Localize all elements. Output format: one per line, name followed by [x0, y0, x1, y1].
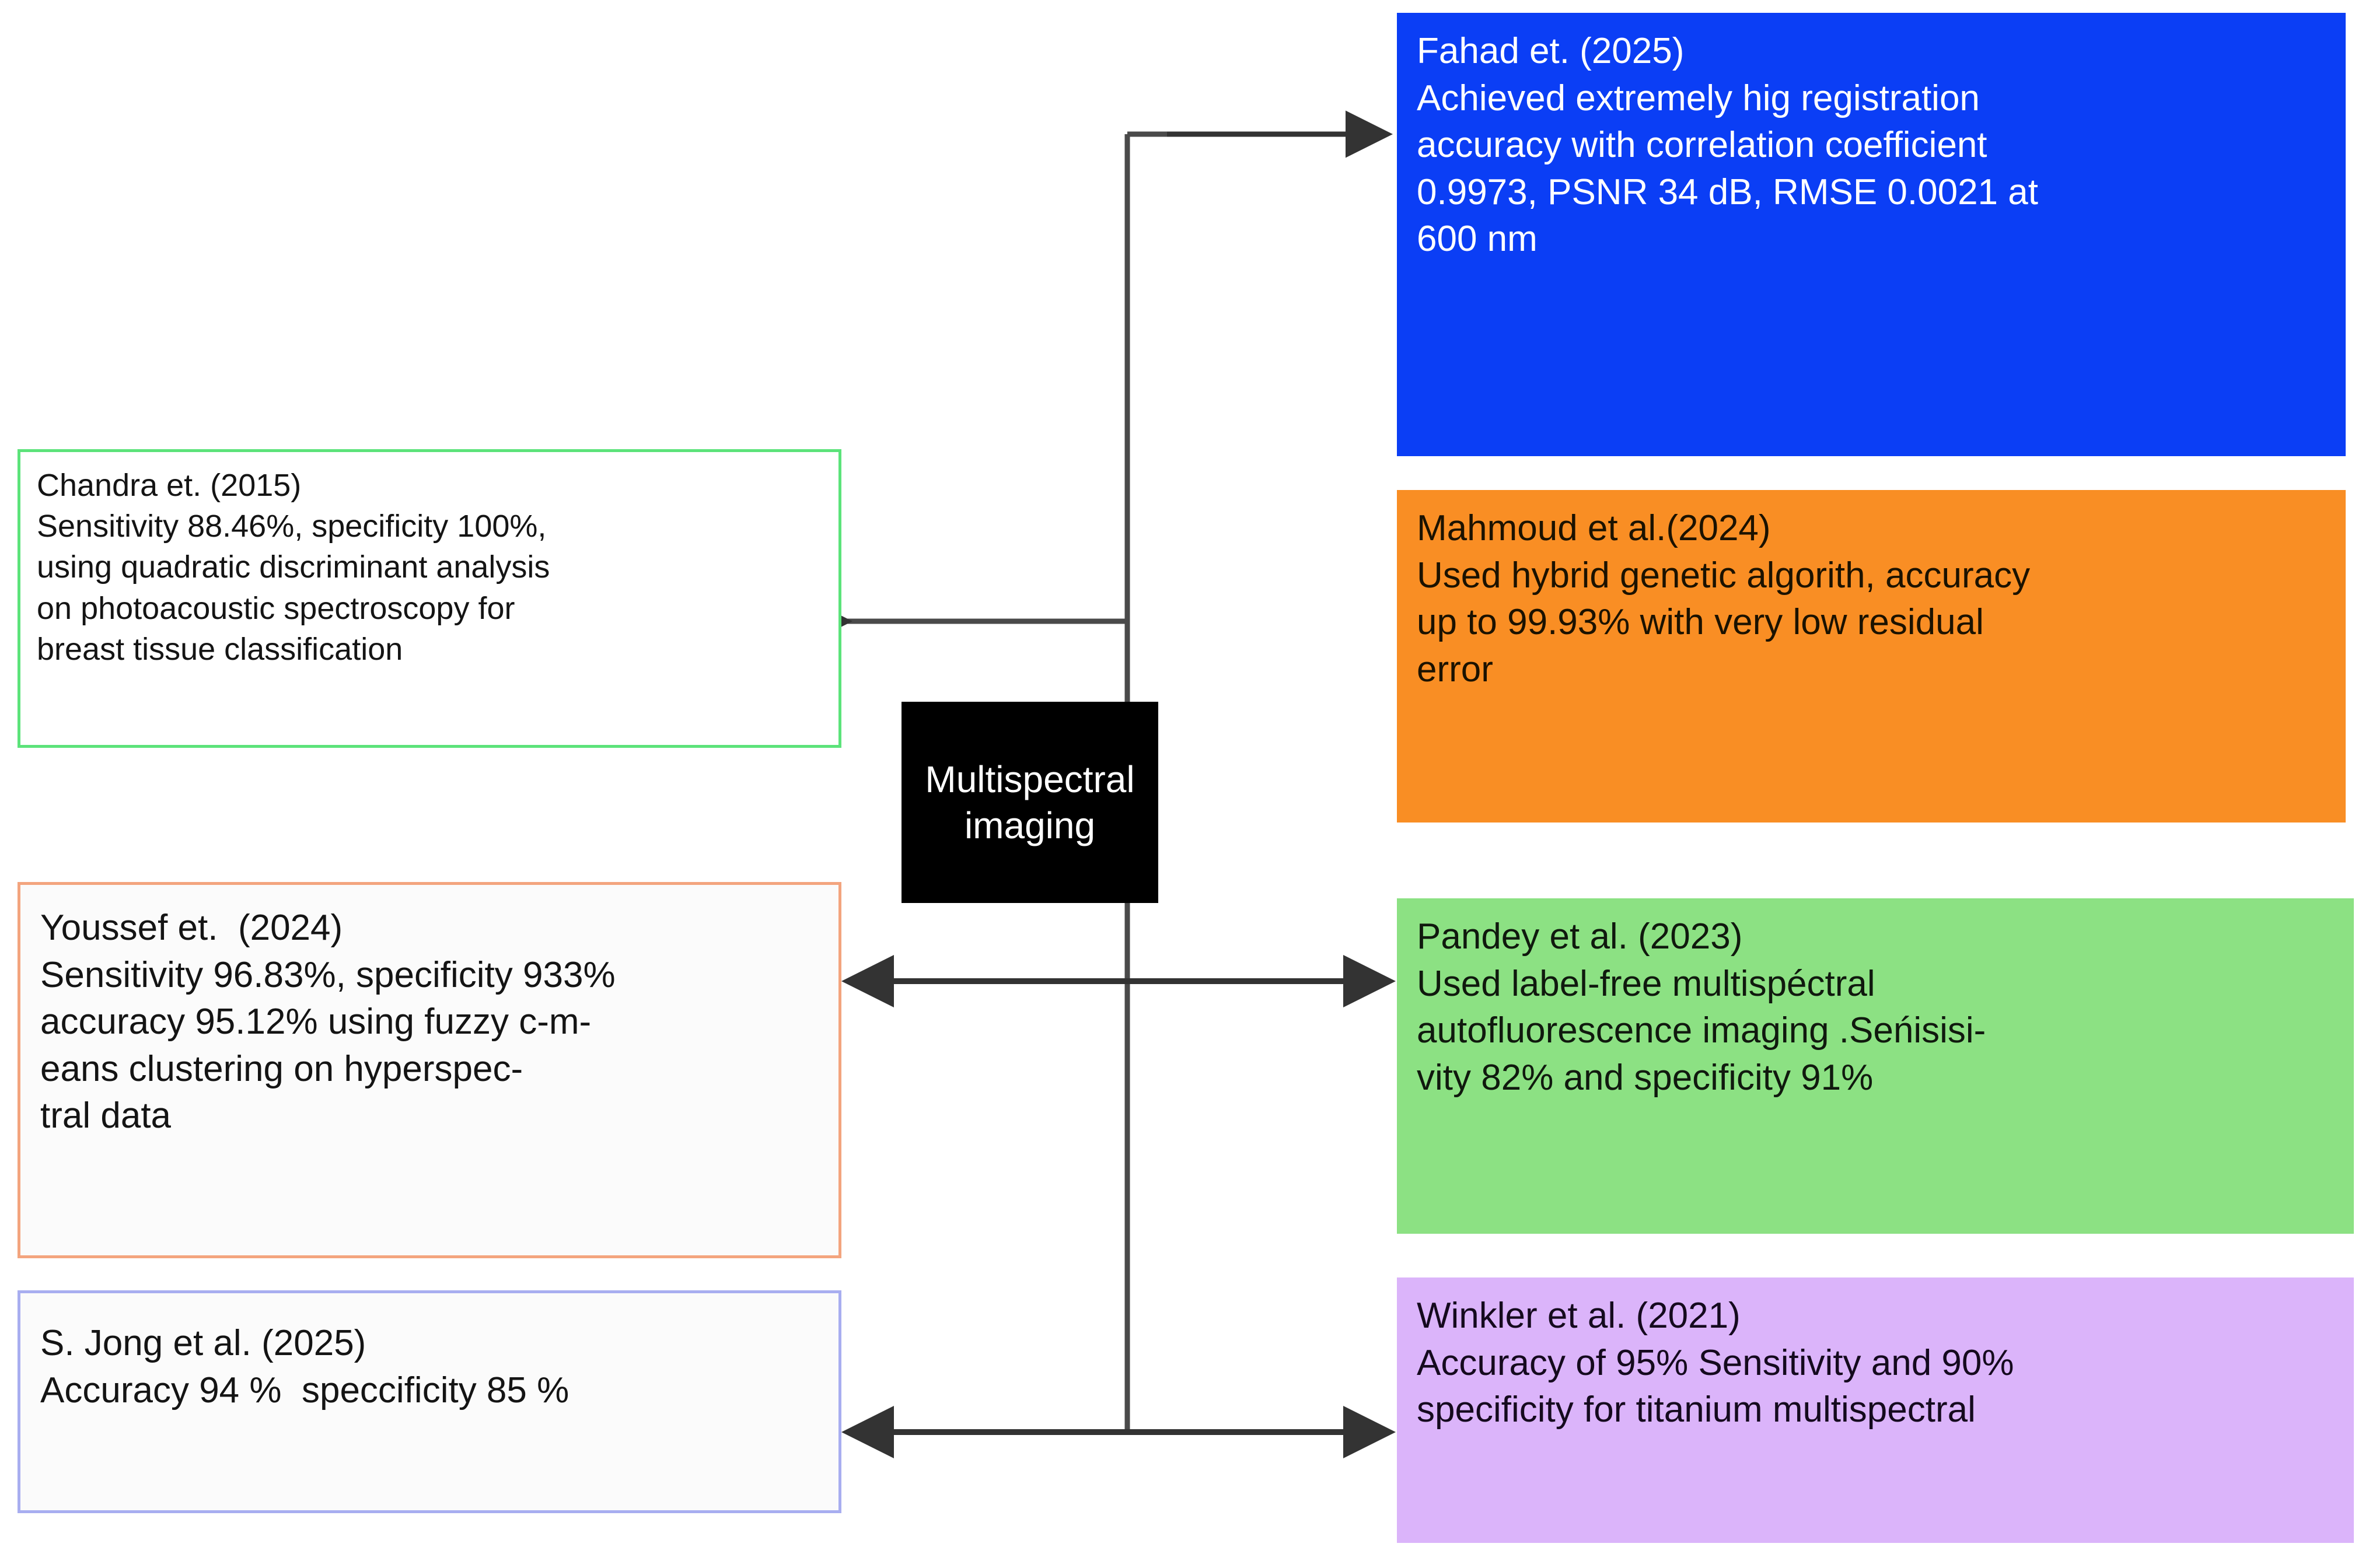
node-fahad-2025[interactable]: Fahad et. (2025) Achieved extremely hig … [1397, 13, 2346, 456]
node-winkler-2021[interactable]: Winkler et al. (2021) Accuracy of 95% Se… [1397, 1278, 2354, 1543]
node-chandra-line-4: on photoacoustic spectroscopy for [37, 590, 515, 626]
node-winkler-line-3: specificity for titanium multispectral [1417, 1390, 1976, 1430]
node-fahad-line-3: accuracy with correlation coefficient [1417, 125, 1987, 166]
node-winkler-line-2: Accuracy of 95% Sensitivity and 90% [1417, 1342, 2014, 1383]
hub-node-multispectral-imaging[interactable]: Multispectral imaging [902, 702, 1158, 903]
node-jong-2025[interactable]: S. Jong et al. (2025) Accuracy 94 % spec… [18, 1290, 841, 1513]
node-chandra-line-5: breast tissue classification [37, 631, 403, 667]
node-mahmoud-line-2: Used hybrid genetic algorith, accuracy [1417, 555, 2031, 596]
hub-label-line-1: Multispectral [925, 758, 1135, 801]
node-youssef-line-3: accuracy 95.12% using fuzzy c-m- [40, 1002, 592, 1042]
node-mahmoud-2024[interactable]: Mahmoud et al.(2024) Used hybrid genetic… [1397, 490, 2346, 822]
node-winkler-line-1: Winkler et al. (2021) [1417, 1296, 1741, 1336]
node-pandey-line-1: Pandey et al. (2023) [1417, 916, 1743, 957]
node-mahmoud-line-1: Mahmoud et al.(2024) [1417, 508, 1771, 548]
node-pandey-line-4: vity 82% and specificity 91% [1417, 1057, 1874, 1098]
node-mahmoud-line-3: up to 99.93% with very low residual [1417, 602, 1984, 643]
node-chandra-2015[interactable]: Chandra et. (2015) Sensitivity 88.46%, s… [18, 449, 841, 748]
node-youssef-line-5: tral data [40, 1096, 172, 1136]
node-youssef-line-4: eans clustering on hyperspec- [40, 1048, 523, 1089]
node-fahad-line-4: 0.9973, PSNR 34 dB, RMSE 0.0021 at [1417, 172, 2038, 212]
hub-label-line-2: imaging [964, 804, 1096, 846]
node-chandra-line-2: Sensitivity 88.46%, specificity 100%, [37, 509, 547, 544]
node-youssef-line-2: Sensitivity 96.83%, specificity 933% [40, 954, 616, 995]
node-youssef-line-1: Youssef et. (2024) [40, 908, 343, 948]
node-mahmoud-line-4: error [1417, 649, 1493, 690]
node-jong-line-1: S. Jong et al. (2025) [40, 1323, 366, 1363]
node-youssef-2024[interactable]: Youssef et. (2024) Sensitivity 96.83%, s… [18, 882, 841, 1258]
node-fahad-line-1: Fahad et. (2025) [1417, 31, 1685, 71]
node-jong-line-2: Accuracy 94 % speccificity 85 % [40, 1370, 569, 1410]
node-pandey-line-3: autofluorescence imaging .Seńisisi- [1417, 1010, 1986, 1051]
node-chandra-line-3: using quadratic discriminant analysis [37, 550, 550, 585]
node-fahad-line-5: 600 nm [1417, 219, 1538, 260]
node-chandra-line-1: Chandra et. (2015) [37, 468, 302, 503]
node-pandey-line-2: Used label-free multispéctral [1417, 963, 1875, 1004]
node-fahad-line-2: Achieved extremely hig registration [1417, 78, 1980, 118]
node-pandey-2023[interactable]: Pandey et al. (2023) Used label-free mul… [1397, 898, 2354, 1234]
